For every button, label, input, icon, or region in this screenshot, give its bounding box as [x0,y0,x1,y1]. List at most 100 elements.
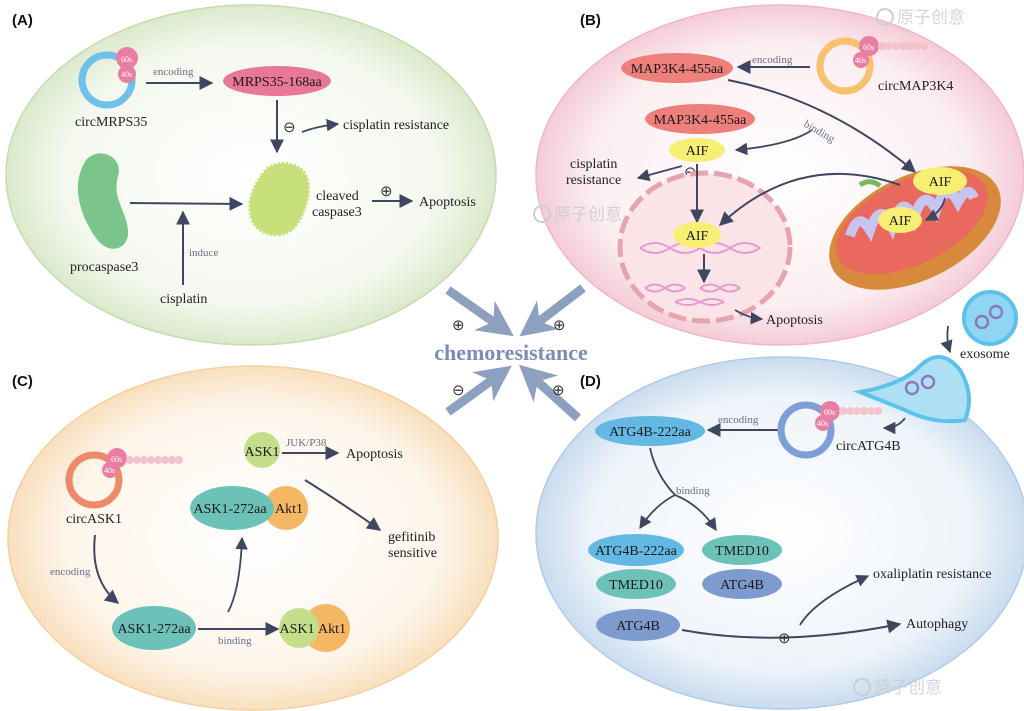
minus-sign: ⊖ [283,120,296,136]
akt1-bubble [264,486,308,530]
protein-pill-a [588,534,684,566]
peptide-bead-chain-icon [126,456,183,464]
procaspase-label: procaspase3 [70,260,138,275]
circrna-label: circMAP3K4 [878,79,953,94]
watermark-text-2: 原子创意 [554,205,622,225]
panel-d-label: (D) [580,373,601,390]
panel-c: 60s 40s circASK1 encoding ASK1 JUK/P38 A… [50,432,437,652]
resistance-arrow [636,165,683,182]
peptide-label-1: MAP3K4-455aa [631,62,724,77]
circrna-label: circMRPS35 [75,115,147,130]
exosome-arrow [940,325,953,354]
ribosome-40s-icon [118,65,136,83]
center-sign-bl: ⊖ [452,383,465,399]
autophagy-arrow [681,619,902,639]
apoptosis-arrow [734,309,764,325]
arrow-from-b [519,284,586,337]
membrane-fusion-icon [852,355,971,424]
panel-a: 60s 40s circMRPS35 encoding MRPS35-168aa… [70,47,476,307]
encoding-label: encoding [718,414,759,426]
protein-label-d: ATG4B [720,578,764,593]
ribosome-60s-label: 60s [111,455,122,464]
oxali-label: oxaliplatin resistance [873,567,992,582]
watermark-logo-3: 原子创意 [853,678,942,698]
encoding-label: encoding [50,566,91,578]
circrna-label: circASK1 [66,512,122,527]
panel-c-label: (C) [12,373,33,390]
ribosome-60s-icon [116,47,138,69]
plus-sign: ⊕ [778,631,791,647]
cisplatin-label: cisplatin [160,292,207,307]
ribosome-60s-label: 60s [121,55,132,64]
resistance-label-1: cisplatin [570,157,617,172]
panel-a-label: (A) [12,12,33,29]
ribosome-60s-label: 60s [863,43,874,52]
panel-b-label: (B) [580,12,601,29]
binding-arrow-right [674,494,717,532]
center-sign-tr: ⊕ [553,318,566,334]
protein-label-b: TMED10 [715,544,769,559]
mito-channel-icon [858,179,882,189]
induce-label: induce [189,247,218,259]
ribosome-40s-icon [815,415,831,431]
arrow-from-a [445,286,514,337]
gefitinib-label-2: sensitive [388,546,437,561]
ask1-bubble-2 [279,608,319,648]
ask1-label: ASK1 [244,445,279,460]
complex-right-label: Akt1 [275,502,303,517]
aif-pill-mito-1 [913,167,967,195]
aif-label-nucleus: AIF [686,229,709,244]
aif-pill-mito-2 [878,207,922,233]
exosome-cargo-icon-2 [988,304,1004,320]
center-sign-br: ⊕ [552,383,565,399]
resistance-label-2: resistance [566,173,621,188]
procaspase-shape-icon [77,153,129,249]
peptide-label: ATG4B-222aa [609,425,691,440]
ribosome-40s-label: 40s [104,466,115,475]
cleaved-label-2: caspase3 [312,205,362,220]
center-sign-tl: ⊕ [452,318,465,334]
watermark-text-1: 原子创意 [897,8,965,28]
complex-left-label: ASK1-272aa [193,502,267,517]
peptide-label: ASK1-272aa [117,622,191,637]
peptide-bead-chain-icon [839,407,882,415]
apoptosis-label: Apoptosis [419,195,476,210]
autophagy-label: Autophagy [906,617,968,632]
ribosome-40s-label: 40s [817,419,828,428]
aif-label-1: AIF [686,144,709,159]
procaspase-arrow [129,196,244,211]
dna-strand-icon [639,242,761,306]
exosome-icon [962,290,1018,346]
center-hub: chemoresistance ⊕ ⊕ ⊖ ⊕ [434,284,588,422]
peptide-bead-chain-icon [878,42,928,50]
fusion-to-circ-arrow [882,417,906,435]
binding-label: binding [676,485,710,497]
encoding-label: encoding [153,66,194,78]
aif-pill-1 [669,138,725,162]
complex2-right-label: Akt1 [318,622,346,637]
aif-pill-nucleus [673,222,721,248]
center-title: chemoresistance [434,340,588,365]
fusion-cargo-icon-2 [920,374,936,390]
protein-pill-d [702,569,782,599]
ribosome-40s-icon [853,52,869,68]
protein-label-a: ATG4B-222aa [595,544,677,559]
plus-sign: ⊕ [380,184,393,200]
gefitinib-arrow [304,479,382,531]
apoptosis-label: Apoptosis [346,447,403,462]
aif-label-mito-2: AIF [889,214,912,229]
protein-label-c: TMED10 [609,578,663,593]
ribosome-60s-label: 60s [824,408,835,417]
watermark-text-3: 原子创意 [874,678,942,698]
circrna-ring-icon [816,37,874,95]
arrow-from-d [518,364,582,422]
aif-internal-arrow [924,197,946,221]
peptide-bubble [112,606,196,650]
to-complex-arrow [227,536,248,613]
panel-b: MAP3K4-455aa encoding 60s 40s circMAP3K4… [566,36,1001,328]
encoding-arrow [93,534,120,604]
protein-label-e: ATG4B [616,619,660,634]
protein-pill-b [702,535,782,565]
peptide-pill-2 [645,104,755,134]
